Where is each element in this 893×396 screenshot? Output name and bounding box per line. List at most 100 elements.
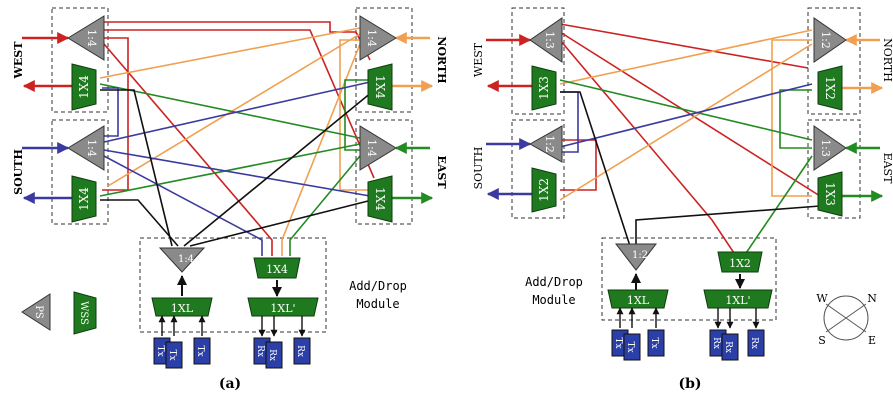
module-label-line2: Module [356, 297, 399, 311]
fiber-red [102, 37, 129, 191]
west-wss: 1X3 [531, 65, 557, 111]
add-xl-block [151, 297, 213, 317]
add-splitter [158, 247, 206, 273]
fiber-orange [281, 43, 361, 256]
caption-b: (b) [678, 376, 701, 392]
drop-wss-label: 1X2 [729, 257, 751, 270]
south-splitter [528, 125, 563, 163]
south-wss-label: 1X4 [77, 187, 91, 211]
tx-block [623, 333, 641, 361]
fiber-red [104, 29, 375, 179]
add-xl-label: 1XL [627, 294, 650, 307]
rx-label: Rx [295, 345, 305, 357]
tx-label: Tx [155, 345, 165, 356]
tx-block [647, 329, 665, 357]
fiber-red [103, 43, 273, 256]
east-splitter [813, 125, 847, 171]
west-splitter [529, 17, 563, 63]
tx-group: Tx Tx Tx [153, 315, 211, 369]
fiber-black [560, 91, 631, 247]
fiber-purple [102, 87, 119, 137]
rx-label: Rx [723, 341, 733, 353]
tx-label: Tx [613, 337, 623, 348]
fiber-red [559, 39, 737, 257]
fiber-black [189, 199, 373, 247]
south-node-box [51, 119, 109, 225]
west-splitter-label: 1:3 [543, 31, 556, 49]
rx-block [265, 341, 283, 369]
north-wss: 1X2 [817, 65, 843, 111]
east-splitter-label: 1:3 [819, 139, 832, 157]
north-label: NORTH [881, 38, 893, 82]
add-drop-module-box [601, 237, 777, 321]
east-node-box [807, 119, 861, 219]
add-splitter [614, 243, 658, 271]
west-node-box [51, 7, 109, 113]
fiber-orange [771, 39, 812, 197]
fiber-black [183, 91, 373, 247]
rx-group: Rx Rx Rx [253, 316, 311, 369]
tx-block [165, 341, 183, 369]
add-splitter-label: 1:2 [632, 250, 648, 261]
legend-wss-label: WSS [78, 301, 89, 325]
tx-label: Tx [625, 341, 635, 352]
west-wss-label: 1X3 [537, 76, 551, 100]
tx-group: Tx Tx Tx [611, 307, 665, 361]
east-wss-label: 1X4 [373, 187, 387, 211]
rx-label: Rx [255, 345, 265, 357]
compass-s: S [818, 334, 826, 347]
fiber-black [100, 199, 179, 247]
fiber-orange [339, 39, 382, 191]
south-label: SOUTH [472, 147, 485, 190]
north-node-box [807, 7, 861, 115]
module-label-line1: Add/Drop [525, 275, 583, 289]
compass-w: W [816, 292, 828, 305]
fiber-orange [559, 29, 813, 85]
module-label-line2: Module [532, 293, 575, 307]
fiber-purple [103, 149, 371, 197]
fiber-lines [99, 21, 382, 256]
west-wss: 1X4 [71, 63, 97, 111]
fiber-red [104, 21, 371, 61]
tx-label: Tx [167, 349, 177, 360]
south-wss-label: 1X2 [537, 178, 551, 202]
tx-label: Tx [195, 345, 205, 356]
fiber-green [99, 83, 361, 139]
east-node-box [355, 119, 413, 225]
south-splitter [67, 125, 105, 171]
fiber-black [635, 205, 821, 246]
fiber-green [99, 143, 361, 197]
east-label: EAST [881, 153, 893, 185]
west-node-box [511, 7, 565, 115]
fiber-green [289, 155, 361, 256]
west-splitter [67, 15, 105, 61]
south-wss: 1X2 [531, 167, 557, 213]
north-splitter-label: 1:2 [819, 31, 832, 49]
add-drop-module-box [139, 237, 327, 333]
compass-e: E [868, 334, 876, 347]
rx-group: Rx Rx Rx [709, 308, 765, 361]
add-splitter-label: 1:4 [178, 254, 194, 265]
north-splitter-label: 1:4 [365, 29, 378, 47]
drop-xl-label: 1XL' [270, 302, 295, 315]
south-wss: 1X4 [71, 175, 97, 223]
east-splitter-label: 1:4 [365, 139, 378, 157]
rx-label: Rx [267, 349, 277, 361]
fiber-red [559, 23, 809, 69]
fiber-green [779, 89, 812, 149]
drop-wss [253, 257, 301, 279]
fiber-lines [555, 23, 821, 257]
compass-n: N [867, 292, 877, 305]
drop-xl-block [703, 289, 773, 309]
north-wss-label: 1X4 [373, 75, 387, 99]
fiber-green [559, 79, 813, 141]
north-label: NORTH [435, 36, 448, 83]
legend-wss-icon [73, 291, 97, 335]
fiber-orange [107, 33, 361, 187]
drop-wss [717, 251, 763, 273]
south-splitter-label: 1:2 [543, 135, 556, 153]
north-wss-label: 1X2 [823, 76, 837, 100]
south-label: SOUTH [12, 149, 25, 195]
add-xl-block [607, 289, 669, 309]
